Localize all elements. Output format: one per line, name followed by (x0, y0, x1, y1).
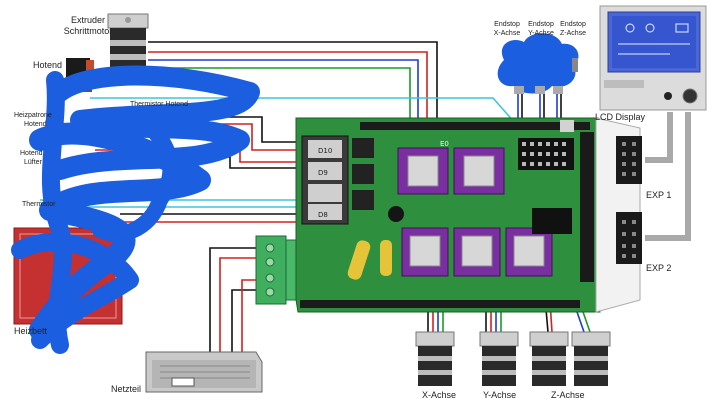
board-mark-d9: D9 (318, 169, 328, 177)
x-achse-label: X-Achse (422, 390, 457, 400)
heizpatrone-label-line1: Heizpatrone (14, 112, 52, 119)
thermistor-hotend-label: Thermistor Hotend (130, 101, 188, 108)
board-mark-e0: E0 (440, 140, 449, 148)
wire-extruder-1 (148, 41, 438, 135)
endstop-z-label-line2: Z-Achse (559, 30, 587, 37)
stepper-motor-z1 (529, 331, 569, 386)
endstop-y-label-line1: Endstop (528, 21, 554, 28)
stepper-driver-y (453, 227, 501, 277)
smart-adapter (595, 117, 642, 313)
heizpatrone-label-line2: Hotend (24, 121, 47, 128)
lcd-display (599, 5, 707, 111)
stepper-driver-z (505, 227, 553, 277)
board-mark-d8: D8 (318, 211, 328, 219)
extruder-label-line2: Schrittmotor (63, 26, 113, 36)
stepper-driver-e1 (453, 147, 505, 195)
endstop-y-label-line2: Y-Achse (528, 30, 554, 37)
power-supply (145, 351, 263, 393)
extruder-label-line1: Extruder (70, 15, 105, 25)
wire-extruder-3 (148, 59, 419, 135)
wire-psu-3 (231, 289, 262, 352)
endstops (497, 33, 579, 94)
board-mark-d10: D10 (318, 147, 332, 155)
wire-extruder-4 (148, 67, 411, 135)
blue-scribble-overlay (11, 65, 260, 354)
endstop-x-label-line1: Endstop (494, 21, 520, 28)
endstop-z-label-line1: Endstop (560, 21, 586, 28)
wire-psu-1 (209, 247, 262, 352)
thermistor-label: Thermistor (22, 201, 56, 208)
lcd-display-label: LCD Display (595, 112, 646, 122)
stepper-motor-y (479, 331, 519, 386)
wire-psu-2 (219, 257, 262, 352)
stepper-driver-e0: E0 (397, 140, 449, 195)
stepper-driver-x (401, 227, 449, 277)
ribbon-exp2 (645, 112, 691, 241)
ramps-board: D10 D9 D8 E0 (295, 117, 601, 313)
stepper-motor-z2 (571, 331, 611, 386)
hotend-fan-label-line1: Hotend (20, 150, 43, 157)
exp1-label: EXP 1 (646, 190, 672, 200)
y-achse-label: Y-Achse (483, 390, 517, 400)
netzteil-label: Netzteil (111, 384, 142, 394)
stepper-motor-x (415, 331, 455, 386)
exp2-label: EXP 2 (646, 263, 672, 273)
extruder-stepper-motor (107, 13, 149, 72)
heizbett-label: Heizbett (14, 326, 48, 336)
ribbon-exp1 (645, 112, 673, 163)
exp2-connector (616, 212, 642, 264)
wire-extruder-2 (148, 51, 428, 135)
endstop-x-label-line2: X-Achse (493, 30, 521, 37)
hotend-label: Hotend (33, 60, 63, 70)
exp1-connector (616, 136, 642, 184)
z-achse-label: Z-Achse (551, 390, 585, 400)
wire-psu-4 (241, 279, 262, 352)
hotend-fan-label-line2: Lüfter (24, 159, 42, 166)
